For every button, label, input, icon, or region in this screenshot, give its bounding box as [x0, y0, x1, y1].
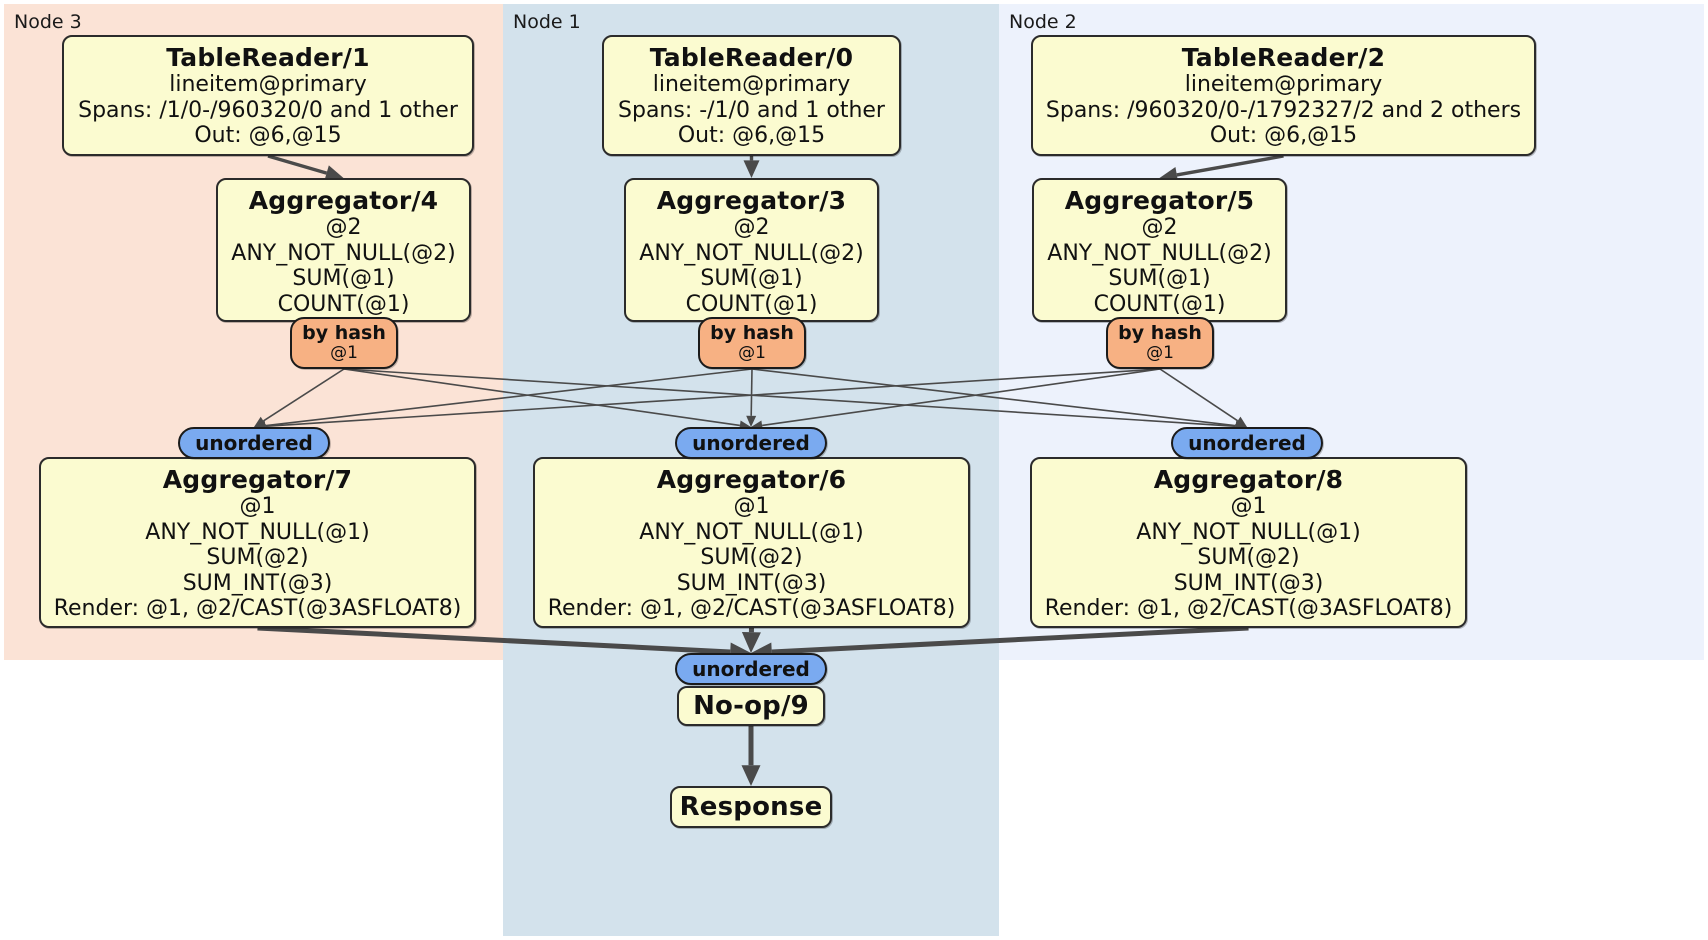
edge-hash5-to-un8 — [1159, 368, 1239, 422]
edge-hash4-to-un6 — [343, 368, 741, 427]
processor-title: TableReader/1 — [166, 43, 370, 72]
edge-hash4-to-un7 — [262, 368, 345, 422]
processor-title: Aggregator/5 — [1064, 186, 1255, 215]
processor-detail-line: @2 — [325, 215, 362, 240]
processor-detail-line: COUNT(@1) — [277, 291, 410, 317]
processor-title: No-op/9 — [693, 690, 809, 721]
edge-tr1-to-agg4 — [267, 154, 328, 175]
processor-detail-line: Out: @6,@15 — [1209, 123, 1358, 149]
edge-hash3-to-un6 — [750, 368, 753, 416]
processor-detail-line: Out: @6,@15 — [194, 123, 342, 149]
processor-detail-line: Render: @1, @2/CAST(@3ASFLOAT8) — [1044, 596, 1453, 622]
processor-title: Response — [679, 791, 823, 822]
processor-detail-line: ANY_NOT_NULL(@1) — [1136, 519, 1361, 545]
node-label-node1: Node 1 — [513, 11, 581, 33]
processor-detail-line: ANY_NOT_NULL(@1) — [639, 519, 864, 545]
processor-detail-line: SUM_INT(@3) — [676, 570, 827, 596]
processor-detail-line: ANY_NOT_NULL(@2) — [1047, 240, 1272, 266]
edge-hash5-to-un7 — [265, 368, 1161, 428]
edge-tr2-to-agg5 — [1176, 154, 1284, 177]
processor-detail-line: SUM(@2) — [1197, 545, 1300, 571]
processor-detail-line: SUM_INT(@3) — [182, 570, 333, 596]
router-sublabel: @1 — [738, 343, 766, 364]
router-sublabel: @1 — [1146, 343, 1174, 364]
stream-un9[interactable]: unordered — [675, 653, 827, 685]
hash-router-hash5[interactable]: by hash@1 — [1106, 317, 1214, 369]
stream-label: unordered — [692, 657, 810, 681]
stream-label: unordered — [692, 431, 810, 455]
arrowhead-agg6-to-un9 — [741, 632, 761, 653]
arrowhead-noop9-to-response — [741, 765, 761, 786]
processor-detail-line: Spans: /1/0-/960320/0 and 1 other — [78, 97, 458, 123]
processor-detail-line: @1 — [1230, 494, 1267, 519]
processor-response[interactable]: Response — [670, 786, 832, 828]
edge-hash3-to-un7 — [265, 368, 753, 427]
processor-detail-line: @2 — [733, 215, 770, 240]
processor-detail-line: lineitem@primary — [169, 72, 367, 97]
processor-detail-line: Render: @1, @2/CAST(@3ASFLOAT8) — [547, 596, 956, 622]
stream-label: unordered — [195, 431, 313, 455]
edge-hash4-to-un8 — [343, 368, 1236, 428]
processor-detail-line: Spans: /960320/0-/1792327/2 and 2 others — [1045, 97, 1522, 123]
processor-detail-line: COUNT(@1) — [685, 291, 818, 317]
arrowhead-tr1-to-agg4 — [324, 165, 344, 181]
processor-title: Aggregator/3 — [656, 186, 847, 215]
stream-un7[interactable]: unordered — [178, 427, 330, 459]
router-sublabel: @1 — [330, 343, 358, 364]
edge-hash5-to-un6 — [761, 368, 1161, 427]
arrowhead-hash5-to-un8 — [1234, 416, 1247, 427]
processor-detail-line: SUM_INT(@3) — [1173, 570, 1324, 596]
router-label: by hash — [1118, 321, 1202, 344]
processor-title: TableReader/0 — [649, 43, 854, 72]
arrowhead-hash3-to-un6 — [746, 415, 757, 427]
processor-detail-line: ANY_NOT_NULL(@2) — [639, 240, 864, 266]
edge-agg8-to-un9 — [771, 625, 1249, 655]
stream-label: unordered — [1188, 431, 1306, 455]
processor-detail-line: @1 — [239, 494, 276, 519]
node-label-node2: Node 2 — [1009, 11, 1077, 33]
processor-detail-line: SUM(@1) — [1108, 266, 1211, 292]
processor-detail-line: COUNT(@1) — [1093, 291, 1226, 317]
router-label: by hash — [302, 321, 386, 344]
processor-detail-line: SUM(@2) — [206, 545, 309, 571]
stream-un6[interactable]: unordered — [675, 427, 827, 459]
processor-detail-line: SUM(@1) — [700, 266, 803, 292]
edge-agg7-to-un9 — [257, 625, 731, 655]
stream-un8[interactable]: unordered — [1171, 427, 1323, 459]
processor-detail-line: ANY_NOT_NULL(@2) — [231, 240, 456, 266]
arrowhead-tr0-to-agg3 — [743, 160, 760, 178]
processor-noop9[interactable]: No-op/9 — [677, 686, 825, 726]
processor-detail-line: @2 — [1141, 215, 1178, 240]
processor-title: Aggregator/7 — [162, 465, 353, 494]
processor-detail-line: ANY_NOT_NULL(@1) — [145, 519, 370, 545]
processor-title: Aggregator/6 — [656, 465, 847, 494]
hash-router-hash4[interactable]: by hash@1 — [290, 317, 398, 369]
processor-detail-line: Spans: -/1/0 and 1 other — [618, 97, 885, 123]
router-label: by hash — [710, 321, 794, 344]
node-label-node3: Node 3 — [14, 11, 82, 33]
processor-detail-line: Out: @6,@15 — [677, 123, 826, 149]
processor-title: Aggregator/8 — [1153, 465, 1344, 494]
processor-detail-line: @1 — [733, 494, 770, 519]
processor-detail-line: lineitem@primary — [1184, 72, 1383, 97]
processor-title: TableReader/2 — [1181, 43, 1386, 72]
processor-detail-line: Render: @1, @2/CAST(@3ASFLOAT8) — [53, 596, 462, 622]
processor-detail-line: SUM(@2) — [700, 545, 803, 571]
processor-title: Aggregator/4 — [248, 186, 439, 215]
processor-detail-line: SUM(@1) — [292, 266, 395, 292]
processor-detail-line: lineitem@primary — [652, 72, 851, 97]
edge-hash3-to-un8 — [751, 368, 1236, 427]
hash-router-hash3[interactable]: by hash@1 — [698, 317, 806, 369]
